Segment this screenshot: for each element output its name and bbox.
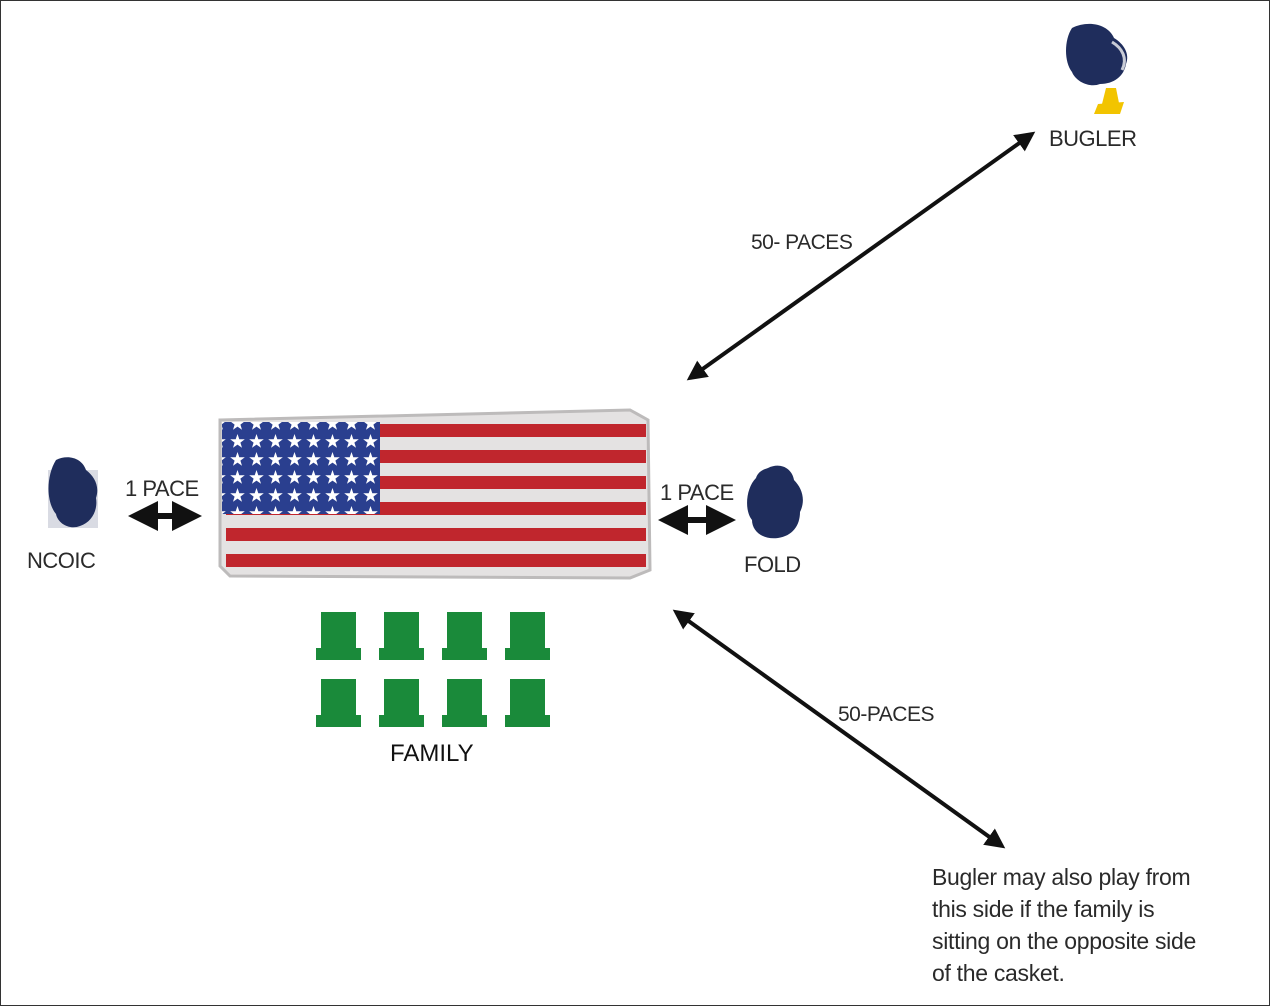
fold-figure (747, 465, 803, 539)
family-label: FAMILY (390, 740, 474, 767)
note-line: Bugler may also play from (932, 864, 1191, 890)
bugle-icon (1094, 88, 1124, 114)
bugler-distance-label: 50- PACES (751, 231, 853, 254)
alternate-position-note: Bugler may also play from this side if t… (932, 861, 1262, 989)
alternate-bugler-distance-arrow (672, 609, 1006, 849)
chair-icon (379, 612, 424, 660)
chair-icon (442, 679, 487, 727)
flag-canton (222, 422, 380, 514)
soldier-head-icon (48, 457, 98, 528)
fold-pace-label: 1 PACE (660, 480, 734, 505)
family-chairs (316, 612, 550, 727)
soldier-head-icon (747, 465, 803, 539)
chair-icon (442, 612, 487, 660)
ncoic-label: NCOIC (27, 548, 96, 573)
alternate-bugler-distance-label: 50-PACES (838, 703, 935, 726)
chair-icon (316, 612, 361, 660)
ncoic-figure (48, 457, 98, 528)
chair-icon (379, 679, 424, 727)
ncoic-pace-label: 1 PACE (125, 476, 199, 501)
fold-label: FOLD (744, 552, 801, 577)
soldier-head-icon (1066, 23, 1128, 86)
chair-icon (316, 679, 361, 727)
note-line: sitting on the opposite side (932, 928, 1196, 954)
flag-draped-casket (218, 408, 652, 580)
note-line: this side if the family is (932, 896, 1155, 922)
chair-icon (505, 612, 550, 660)
note-line: of the casket. (932, 960, 1065, 986)
bugler-label: BUGLER (1049, 126, 1137, 151)
chair-icon (505, 679, 550, 727)
bugler-figure (1066, 23, 1128, 114)
bugler-distance-arrow (686, 131, 1036, 381)
